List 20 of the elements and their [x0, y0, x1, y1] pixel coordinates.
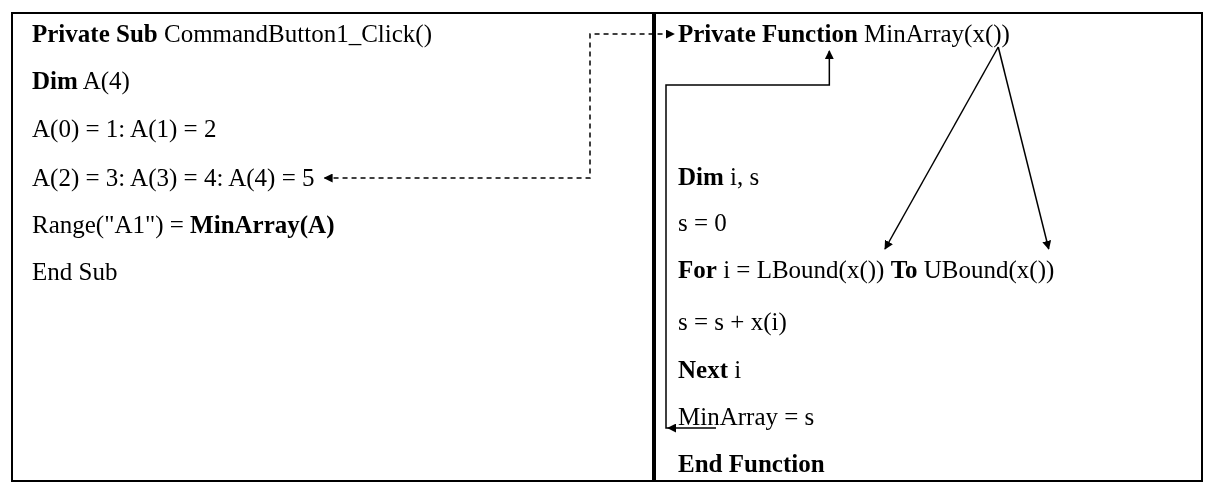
- arrow: [884, 46, 999, 250]
- arrow: [997, 46, 1052, 250]
- code-line: Dim i, s: [678, 162, 760, 192]
- arrow: [665, 50, 834, 433]
- code-line: Private Function MinArray(x()): [678, 19, 1010, 49]
- code-line: Dim A(4): [32, 66, 130, 96]
- code-line: s = s + x(i): [678, 307, 787, 337]
- dashed-arrow: [323, 29, 675, 183]
- code-line: A(0) = 1: A(1) = 2: [32, 114, 217, 144]
- code-line: For i = LBound(x()) To UBound(x()): [678, 255, 1055, 285]
- code-line: A(2) = 3: A(3) = 4: A(4) = 5: [32, 163, 315, 193]
- code-line: MinArray = s: [678, 402, 815, 432]
- code-line: Private Sub CommandButton1_Click(): [32, 19, 432, 49]
- code-line: End Sub: [32, 257, 118, 287]
- code-line: s = 0: [678, 208, 727, 238]
- code-line: End Function: [678, 449, 825, 479]
- table-cell: [11, 12, 654, 482]
- code-line: Range("A1") = MinArray(A): [32, 210, 335, 240]
- code-line: Next i: [678, 355, 742, 385]
- table-cell: [654, 12, 1203, 482]
